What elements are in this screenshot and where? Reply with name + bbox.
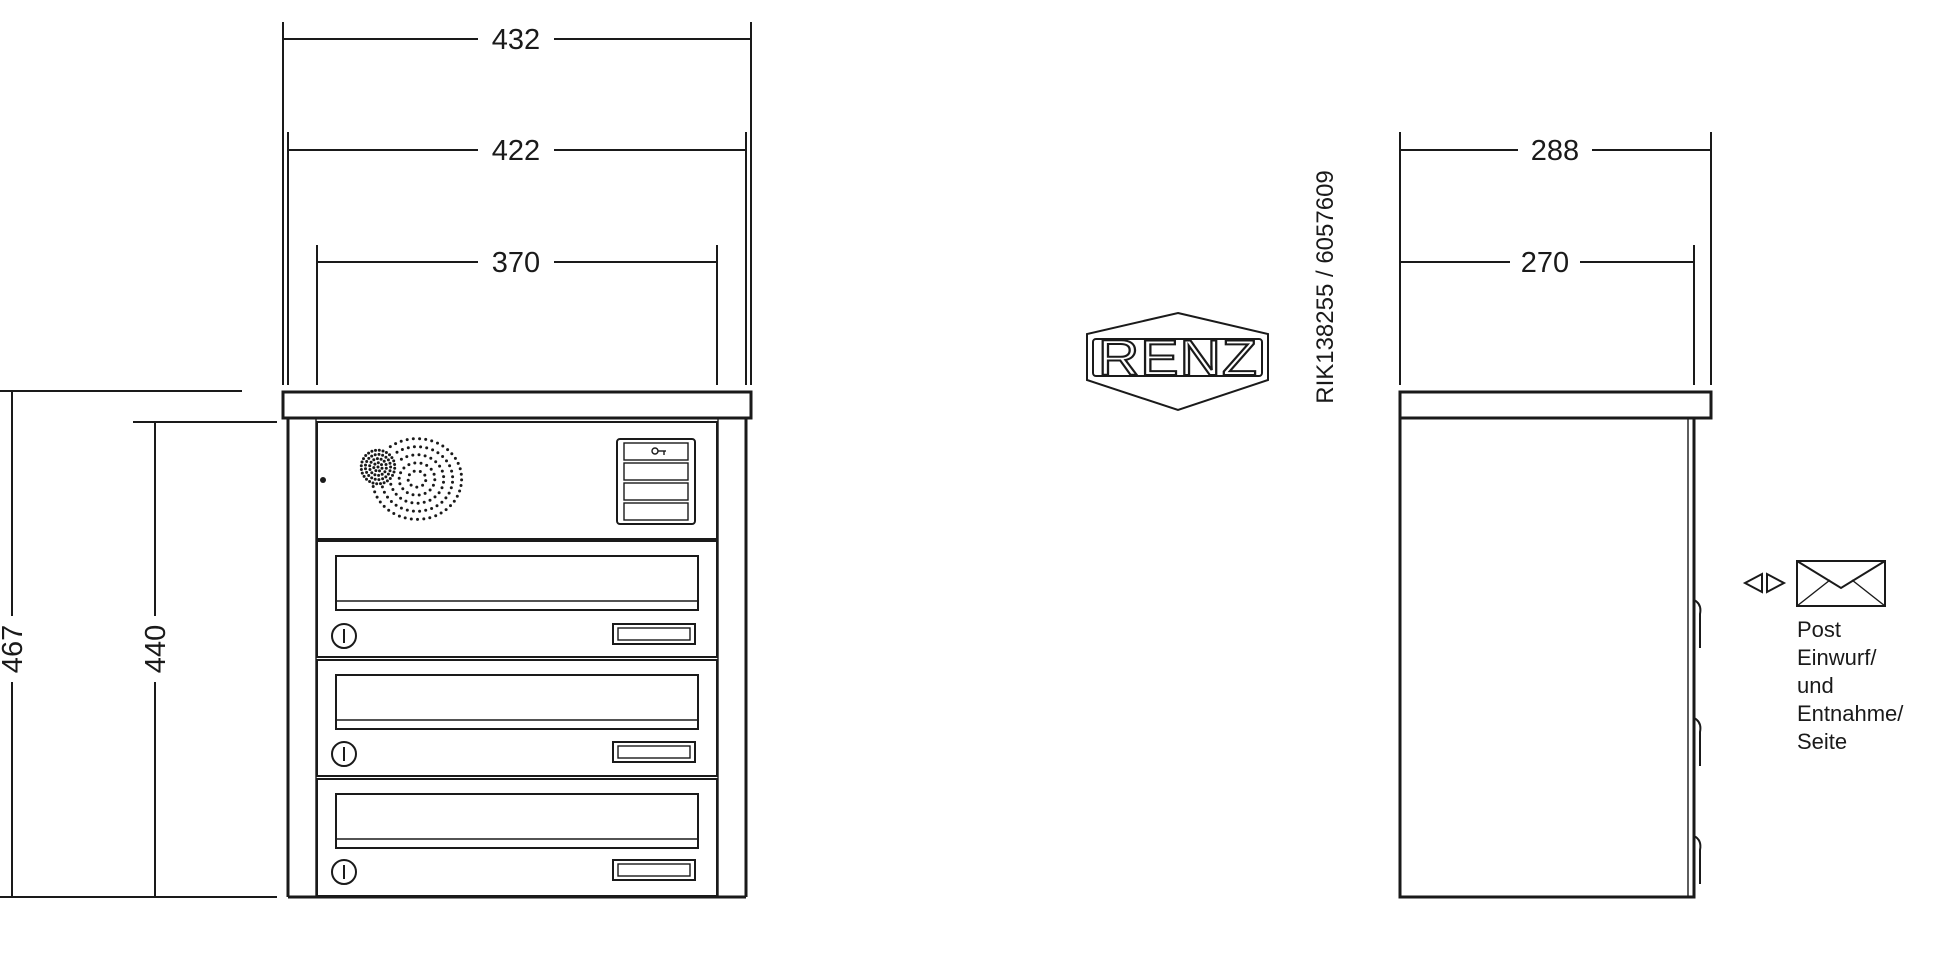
name-plate: [612, 859, 696, 881]
dimension-label-270: 270: [1521, 247, 1569, 279]
mail-access-indicator: Post Einwurf/ und Entnahme/ Seite: [1742, 560, 1904, 754]
name-plate: [612, 741, 696, 763]
lock-icon: [331, 741, 357, 767]
dimension-width-overall: 432: [282, 22, 752, 385]
dimension-width-body: 422: [287, 132, 747, 385]
mail-slot: [335, 674, 699, 730]
note-line-einwurf: Einwurf/: [1797, 645, 1877, 670]
dimension-label-370: 370: [492, 247, 540, 279]
note-line-und: und: [1797, 673, 1834, 698]
dimension-label-467: 467: [0, 625, 29, 673]
dimension-label-440: 440: [140, 625, 172, 673]
dimension-depth-body: 270: [1399, 245, 1695, 385]
mailbox-door-3: [316, 778, 718, 897]
front-view: 432 422 370 467: [0, 22, 753, 899]
side-view: 288 270: [1398, 132, 1713, 899]
side-body: [1398, 416, 1696, 899]
key-icon: [651, 447, 666, 455]
dimension-height-overall: 467: [0, 390, 277, 898]
mail-slot: [335, 555, 699, 611]
roof-cover: [281, 390, 753, 420]
note-line-seite: Seite: [1797, 729, 1847, 754]
dimension-height-body: 440: [133, 421, 277, 897]
note-line-post: Post: [1797, 617, 1841, 642]
envelope-icon: [1796, 560, 1886, 607]
bell-button-module: [616, 438, 696, 525]
article-number: RIK138255 / 6057609: [1312, 170, 1339, 404]
mailbox-door-1: [316, 540, 718, 658]
note-line-entnahme: Entnahme/: [1797, 701, 1904, 726]
mail-slot: [335, 793, 699, 849]
bidirectional-arrow-icon: [1742, 572, 1787, 594]
dimension-label-288: 288: [1531, 135, 1579, 167]
side-roof-cover: [1398, 390, 1713, 420]
mailbox-door-2: [316, 659, 718, 777]
name-plate: [612, 623, 696, 645]
logo-brand-text: RENZ: [1098, 330, 1258, 386]
dimension-label-422: 422: [492, 135, 540, 167]
renz-logo: RENZ: [1086, 311, 1269, 412]
lock-icon: [331, 623, 357, 649]
dimension-label-432: 432: [492, 24, 540, 56]
dimension-width-front-panel: 370: [316, 245, 718, 385]
lock-icon: [331, 859, 357, 885]
lock-dot: [320, 477, 326, 483]
side-door-hinges: [1693, 599, 1702, 884]
intercom-panel: [316, 421, 718, 540]
speaker-grille-icon: [359, 437, 464, 521]
